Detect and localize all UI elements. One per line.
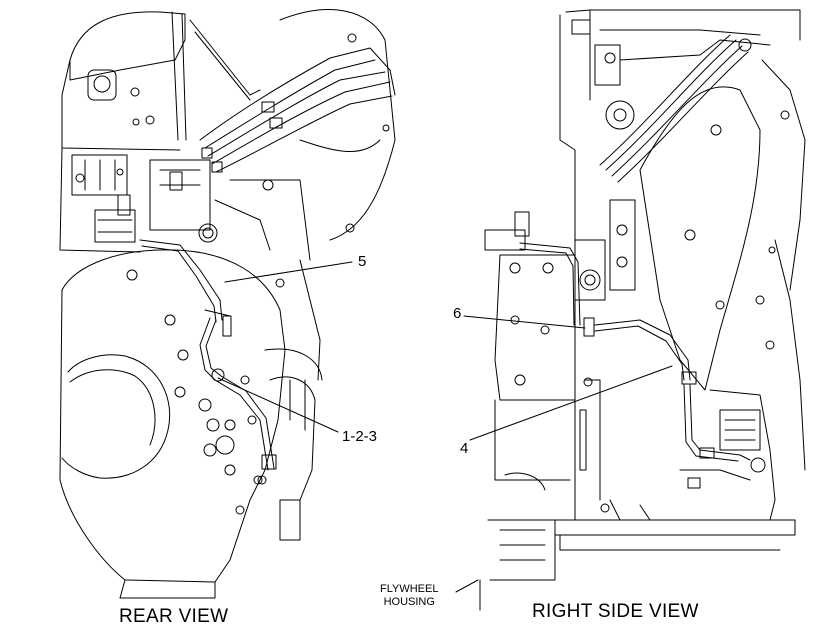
leader-line-6 [463,315,586,329]
rear-view-caption: REAR VIEW [119,606,229,627]
right-side-view-caption: RIGHT SIDE VIEW [532,601,699,622]
callout-6: 6 [453,305,462,322]
leader-line-flywheel [455,579,479,593]
rear-view-drawing [59,9,396,599]
callout-4: 4 [460,440,469,457]
flywheel-housing-label: FLYWHEEL HOUSING [380,583,438,609]
leader-line-4 [469,365,673,441]
flywheel-housing-line1: FLYWHEEL [380,583,439,595]
callout-5: 5 [358,253,367,270]
leader-line-1-2-3 [217,377,339,433]
right-view-drawing [455,9,806,611]
leader-line-5 [224,261,353,283]
flywheel-housing-line2: HOUSING [383,596,435,608]
callout-1-2-3: 1-2-3 [342,428,378,445]
